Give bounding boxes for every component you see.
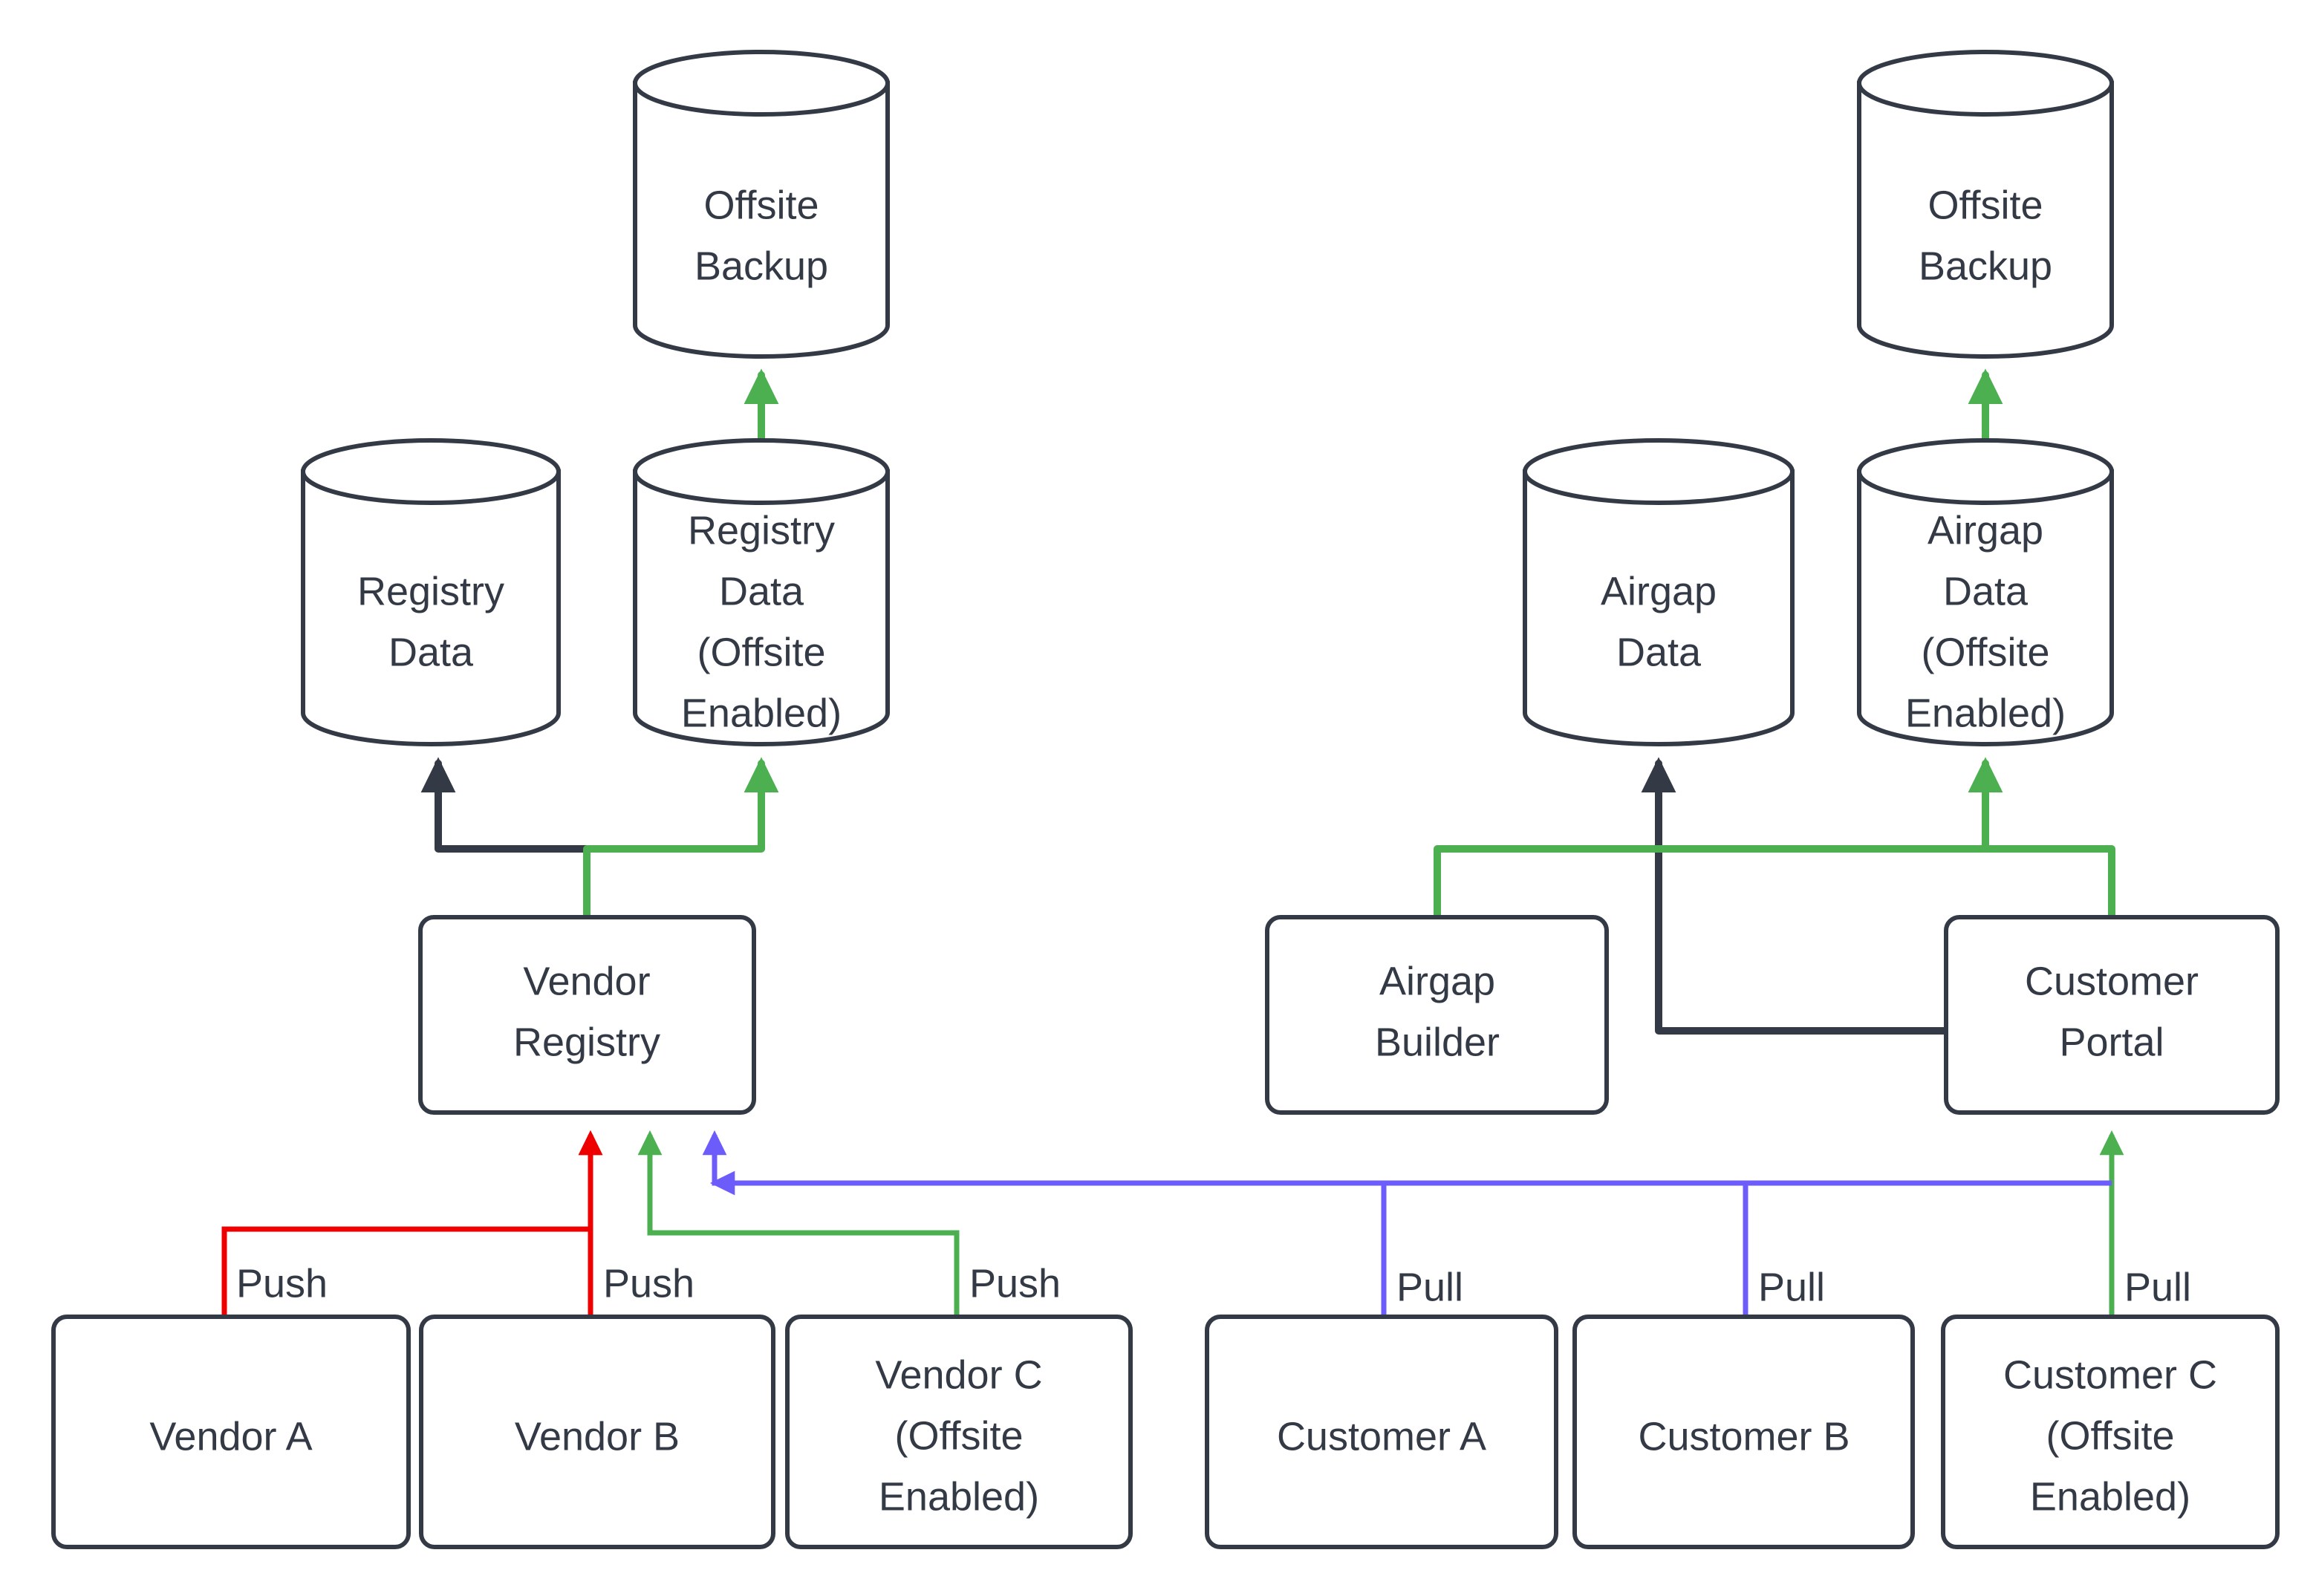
- node-label: Offsite: [1928, 183, 2043, 227]
- node-label: Builder: [1375, 1020, 1500, 1064]
- svg-text:Push: Push: [603, 1261, 694, 1306]
- node-label: Data: [1616, 630, 1702, 674]
- svg-text:Push: Push: [236, 1261, 328, 1306]
- node-label: (Offsite: [1921, 630, 2049, 674]
- node-label: Backup: [694, 244, 828, 288]
- node-label: Enabled): [1905, 691, 2066, 735]
- node-label: Enabled): [879, 1474, 1039, 1519]
- node-airgap-data[interactable]: Airgap Data: [1523, 438, 1795, 746]
- node-label: (Offsite: [2046, 1413, 2174, 1458]
- node-airgap-builder[interactable]: Airgap Builder: [1265, 915, 1609, 1115]
- node-label: Customer: [2025, 959, 2199, 1003]
- node-vendor-registry[interactable]: Vendor Registry: [418, 915, 756, 1115]
- node-registry-data-offsite[interactable]: Registry Data (Offsite Enabled): [633, 438, 890, 746]
- node-label: Registry: [688, 508, 835, 553]
- edge-label-push-vendor-a: Push: [236, 1261, 328, 1306]
- node-label: Vendor A: [149, 1414, 312, 1459]
- node-label: (Offsite: [894, 1413, 1023, 1458]
- edge-label-push-vendor-c: Push: [969, 1261, 1061, 1306]
- node-label: Offsite: [703, 183, 819, 227]
- node-label: Customer B: [1638, 1414, 1850, 1459]
- node-vendor-b[interactable]: Vendor B: [419, 1315, 775, 1549]
- node-label: (Offsite: [697, 630, 825, 674]
- node-label: Enabled): [681, 691, 842, 735]
- node-offsite-backup-left[interactable]: Offsite Backup: [633, 50, 890, 359]
- node-customer-b[interactable]: Customer B: [1572, 1315, 1915, 1549]
- edge-customer-portal-to-airgap-data: [1641, 757, 1950, 1035]
- node-label: Airgap: [1379, 959, 1495, 1003]
- node-customer-a[interactable]: Customer A: [1205, 1315, 1558, 1549]
- node-label: Airgap: [1601, 569, 1717, 613]
- node-vendor-a[interactable]: Vendor A: [51, 1315, 411, 1549]
- node-label: Data: [1943, 569, 2029, 613]
- node-label: Data: [719, 569, 804, 613]
- edge-airgap-builder-to-airgap-data-offsite: [1434, 757, 2003, 921]
- node-label: Vendor: [523, 959, 650, 1003]
- svg-text:Pull: Pull: [2124, 1265, 2191, 1309]
- node-offsite-backup-right[interactable]: Offsite Backup: [1857, 50, 2114, 359]
- node-label: Airgap: [1928, 508, 2043, 553]
- node-label: Vendor B: [515, 1414, 680, 1459]
- node-airgap-data-offsite[interactable]: Airgap Data (Offsite Enabled): [1857, 438, 2114, 746]
- node-label: Registry: [357, 569, 504, 613]
- edge-customer-portal-to-airgap-data-offsite: [1982, 845, 2115, 921]
- node-label: Customer A: [1277, 1414, 1486, 1459]
- edge-customer-b-pull: [709, 1170, 1748, 1317]
- edge-label-pull-customer-c: Pull: [2124, 1265, 2191, 1309]
- edge-label-pull-customer-b: Pull: [1758, 1265, 1825, 1309]
- node-label: Vendor C: [875, 1352, 1042, 1397]
- node-customer-c[interactable]: Customer C (Offsite Enabled): [1941, 1315, 2280, 1549]
- node-label: Portal: [2059, 1020, 2164, 1064]
- node-label: Backup: [1919, 244, 2052, 288]
- node-label: Data: [388, 630, 474, 674]
- edge-vendor-c-push: [637, 1130, 960, 1317]
- node-label: Registry: [513, 1020, 660, 1064]
- node-vendor-c[interactable]: Vendor C (Offsite Enabled): [785, 1315, 1133, 1549]
- edge-label-push-vendor-b: Push: [603, 1261, 694, 1306]
- node-registry-data[interactable]: Registry Data: [301, 438, 561, 746]
- edge-vendor-registry-to-registry-data: [420, 757, 591, 853]
- svg-text:Push: Push: [969, 1261, 1061, 1306]
- node-label: Enabled): [2030, 1474, 2190, 1519]
- node-label: Customer C: [2003, 1352, 2217, 1397]
- edge-vendor-registry-to-registry-data-offsite: [583, 757, 779, 921]
- node-customer-portal[interactable]: Customer Portal: [1944, 915, 2280, 1115]
- edge-label-pull-customer-a: Pull: [1396, 1265, 1463, 1309]
- svg-text:Pull: Pull: [1396, 1265, 1463, 1309]
- svg-text:Pull: Pull: [1758, 1265, 1825, 1309]
